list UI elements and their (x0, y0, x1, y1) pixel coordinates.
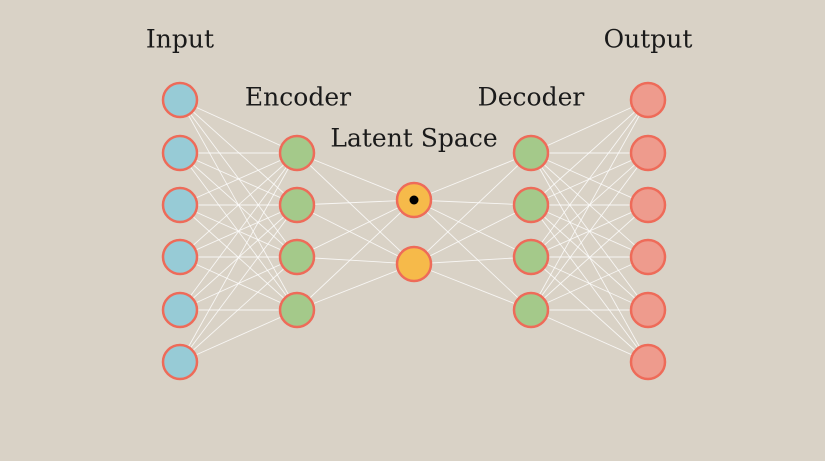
input-layer-node-1 (161, 81, 199, 119)
edge-latent-layer-1-to-decoder-layer-1 (413, 152, 532, 201)
edge-latent-layer-2-to-decoder-layer-1 (413, 152, 532, 265)
edge-decoder-layer-1-to-output-layer-1 (530, 99, 649, 154)
edge-encoder-layer-2-to-latent-layer-2 (296, 204, 415, 265)
input-layer-node-6 (161, 343, 199, 381)
edge-decoder-layer-4-to-output-layer-1 (530, 99, 649, 311)
encoder-layer-node-4 (278, 291, 316, 329)
edge-latent-layer-2-to-decoder-layer-2 (413, 204, 532, 265)
edge-latent-layer-2-to-decoder-layer-3 (413, 256, 532, 265)
edge-encoder-layer-4-to-latent-layer-2 (296, 263, 415, 311)
decoder-layer-node-1 (512, 134, 550, 172)
input-layer-node-5 (161, 291, 199, 329)
output-layer-node-4 (629, 238, 667, 276)
edge-encoder-layer-2-to-latent-layer-1 (296, 199, 415, 206)
output-layer-node-6 (629, 343, 667, 381)
edge-decoder-layer-2-to-output-layer-1 (530, 99, 649, 206)
edge-decoder-layer-4-to-output-layer-4 (530, 256, 649, 311)
latent-marker-dot (409, 195, 419, 205)
edge-input-layer-5-to-encoder-layer-1 (179, 152, 298, 311)
encoder-label: Encoder (244, 82, 352, 112)
encoder-layer-node-2 (278, 186, 316, 224)
edge-input-layer-1-to-encoder-layer-3 (179, 99, 298, 258)
edge-input-layer-6-to-encoder-layer-1 (179, 152, 298, 363)
edge-latent-layer-1-to-decoder-layer-2 (413, 199, 532, 206)
decoder-layer-node-3 (512, 238, 550, 276)
output-layer-node-2 (629, 134, 667, 172)
output-layer-node-3 (629, 186, 667, 224)
input-layer-node-4 (161, 238, 199, 276)
edge-encoder-layer-1-to-latent-layer-2 (296, 152, 415, 265)
output-layer-node-1 (629, 81, 667, 119)
edge-decoder-layer-4-to-output-layer-2 (530, 152, 649, 311)
decoder-layer-node-4 (512, 291, 550, 329)
edge-encoder-layer-4-to-latent-layer-1 (296, 199, 415, 311)
edge-input-layer-6-to-encoder-layer-2 (179, 204, 298, 363)
decoder-label: Decoder (477, 82, 585, 112)
edge-input-layer-6-to-encoder-layer-4 (179, 309, 298, 363)
edge-latent-layer-2-to-decoder-layer-4 (413, 263, 532, 311)
edge-latent-layer-1-to-decoder-layer-4 (413, 199, 532, 311)
latent-space-label: Latent Space (330, 123, 498, 153)
edge-decoder-layer-3-to-output-layer-1 (530, 99, 649, 258)
input-layer-node-2 (161, 134, 199, 172)
edge-decoder-layer-4-to-output-layer-3 (530, 204, 649, 311)
edge-input-layer-4-to-encoder-layer-1 (179, 152, 298, 258)
input-layer-node-3 (161, 186, 199, 224)
edge-input-layer-6-to-encoder-layer-3 (179, 256, 298, 363)
edge-encoder-layer-3-to-latent-layer-1 (296, 199, 415, 258)
output-label: Output (603, 24, 693, 54)
edge-latent-layer-1-to-decoder-layer-3 (413, 199, 532, 258)
output-layer-node-5 (629, 291, 667, 329)
edge-decoder-layer-4-to-output-layer-6 (530, 309, 649, 363)
node-group (161, 81, 667, 381)
edge-encoder-layer-1-to-latent-layer-1 (296, 152, 415, 201)
edge-input-layer-3-to-encoder-layer-1 (179, 152, 298, 206)
input-label: Input (145, 24, 215, 54)
encoder-layer-node-3 (278, 238, 316, 276)
encoder-layer-node-1 (278, 134, 316, 172)
edge-input-layer-1-to-encoder-layer-1 (179, 99, 298, 154)
edge-encoder-layer-3-to-latent-layer-2 (296, 256, 415, 265)
latent-layer-node-2 (395, 245, 433, 283)
edge-group (179, 99, 649, 363)
decoder-layer-node-2 (512, 186, 550, 224)
